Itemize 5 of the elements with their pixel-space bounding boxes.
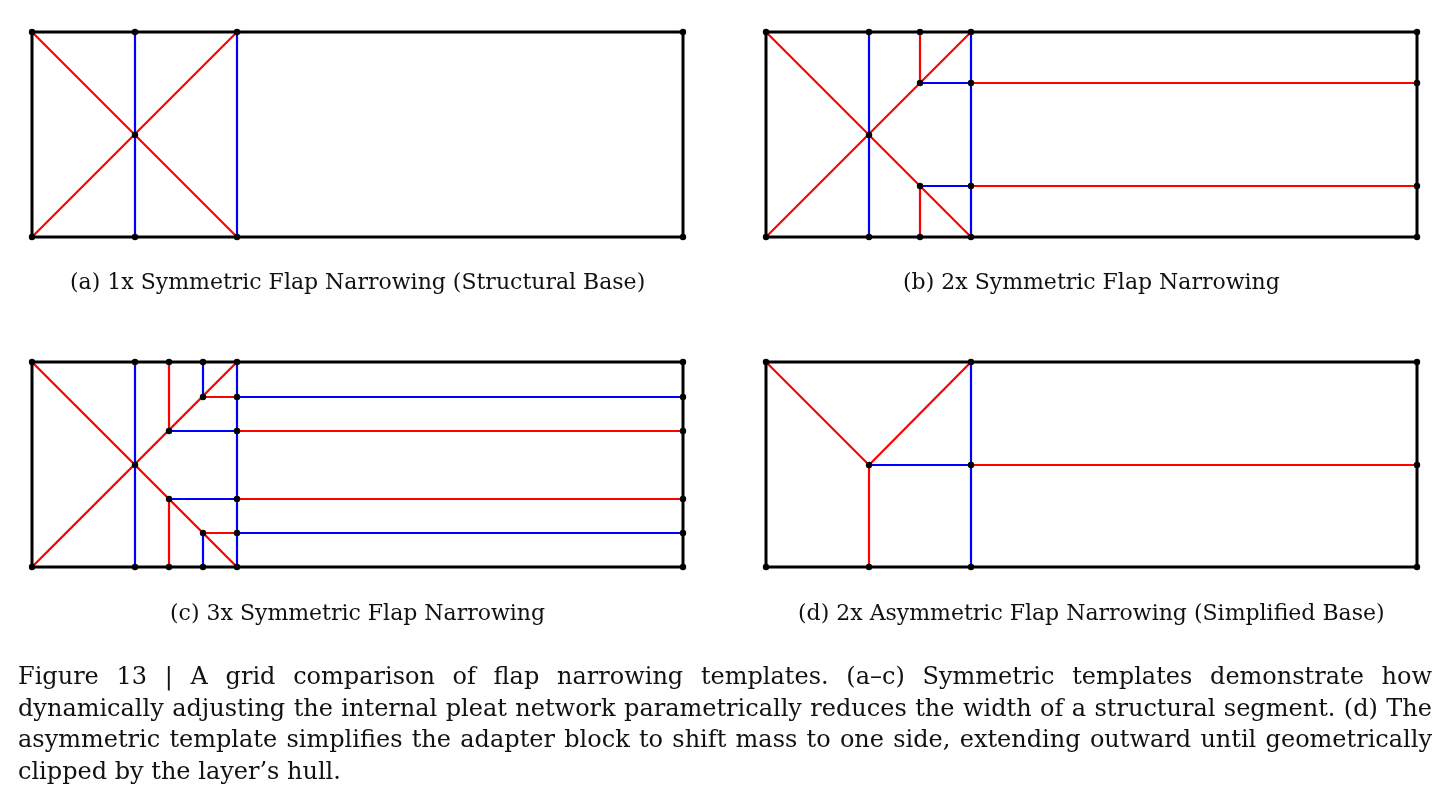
figure-caption: Figure 13 | A grid comparison of flap narrowing templates. (a–c) Symmetric templates demonstrate how dynamically adjusting the internal pleat network parametrically reduces the width of a structural segment. (d) The asymmetric template simplifies the adapter block to shift mass to one side, extending outward until geometrically clipped by the layer’s hull. (18, 661, 1432, 787)
subfigure-caption: (d) 2x Asymmetric Flap Narrowing (Simplified Base) (798, 600, 1385, 626)
subfigure-caption: (c) 3x Symmetric Flap Narrowing (170, 600, 546, 626)
subfigure-caption: (b) 2x Symmetric Flap Narrowing (903, 269, 1280, 295)
subfigure-caption: (a) 1x Symmetric Flap Narrowing (Structural Base) (70, 269, 646, 295)
